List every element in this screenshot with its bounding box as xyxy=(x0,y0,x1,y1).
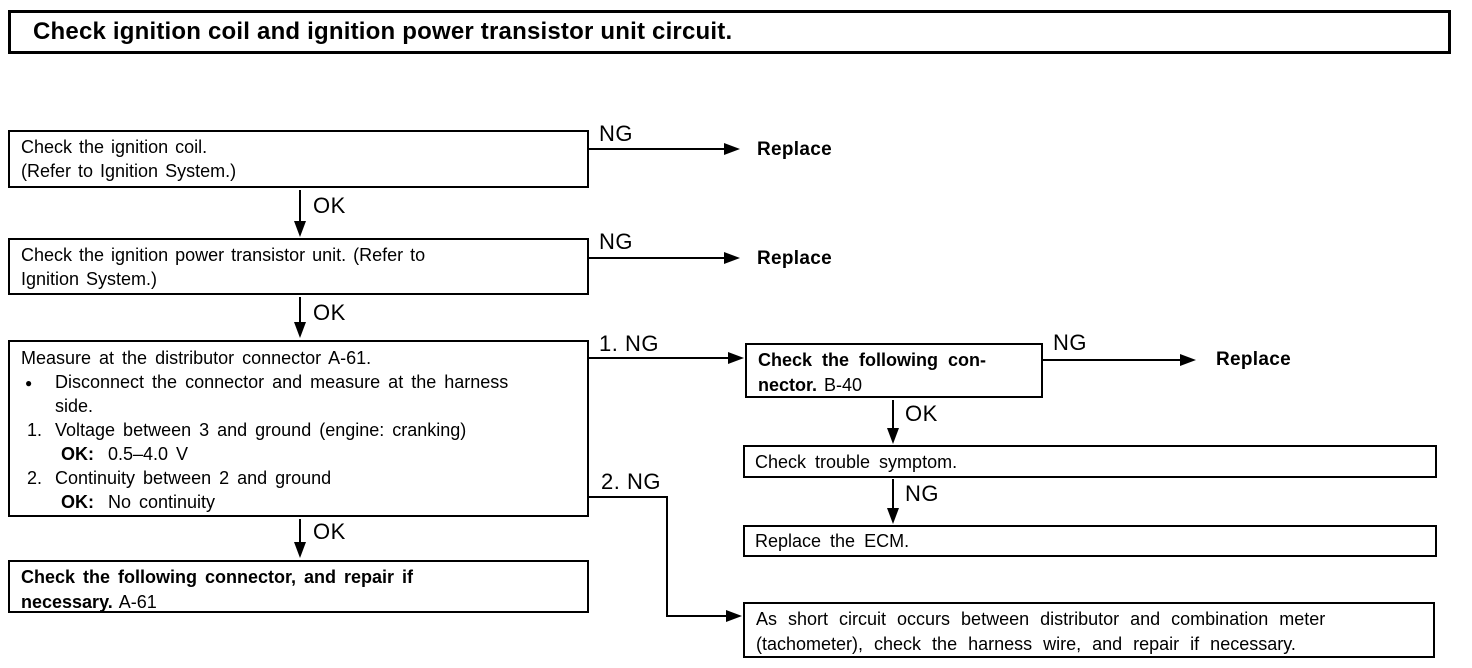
measure-item-1: 1. Voltage between 3 and ground (engine:… xyxy=(21,418,576,442)
ok-result-label-1: OK: xyxy=(61,444,94,464)
connector-line xyxy=(589,148,725,150)
replace-terminal-coil: Replace xyxy=(757,139,832,160)
connector-line xyxy=(589,496,668,498)
item-2-text: Continuity between 2 and ground xyxy=(55,468,332,488)
measure-bullet-text: Disconnect the connector and measure at … xyxy=(55,372,509,416)
measure-item-2: 2. Continuity between 2 and ground xyxy=(21,466,576,490)
connector-line xyxy=(299,190,301,222)
connector-line xyxy=(589,257,725,259)
check-b40-line1: Check the following con- xyxy=(758,350,987,370)
measure-item-1-result: OK: 0.5–4.0 V xyxy=(21,442,576,466)
check-connector-b40-box: Check the following con- nector. B-40 xyxy=(745,343,1043,398)
arrowhead-right-icon xyxy=(724,252,740,264)
arrowhead-right-icon xyxy=(724,143,740,155)
check-power-transistor-box: Check the ignition power transistor unit… xyxy=(8,238,589,295)
check-ignition-coil-text: Check the ignition coil. (Refer to Ignit… xyxy=(21,137,237,181)
short-circuit-text: As short circuit occurs between distribu… xyxy=(756,609,1326,654)
connector-id-b40: B-40 xyxy=(824,375,863,395)
connector-line xyxy=(666,496,668,617)
ng-label-transistor: NG xyxy=(599,229,633,254)
check-trouble-symptom-box: Check trouble symptom. xyxy=(743,445,1437,478)
ng-label-branch-2: 2. NG xyxy=(601,469,661,494)
connector-line xyxy=(892,400,894,429)
repair-a61-line2: necessary. xyxy=(21,592,113,612)
connector-line xyxy=(299,297,301,323)
bullet-icon: ● xyxy=(25,376,33,390)
ng-label-coil: NG xyxy=(599,121,633,146)
ok-label-1: OK xyxy=(313,193,346,218)
ok-result-label-2: OK: xyxy=(61,492,94,512)
arrowhead-down-icon xyxy=(294,322,306,338)
ok-label-4: OK xyxy=(905,401,938,426)
arrowhead-down-icon xyxy=(294,542,306,558)
measure-item-2-result: OK: No continuity xyxy=(21,490,576,514)
connector-line xyxy=(666,615,727,617)
item-1-text: Voltage between 3 and ground (engine: cr… xyxy=(55,420,467,440)
replace-ecm-box: Replace the ECM. xyxy=(743,525,1437,557)
check-trouble-symptom-text: Check trouble symptom. xyxy=(755,452,958,472)
ng-label-symptom: NG xyxy=(905,481,939,506)
title-box: Check ignition coil and ignition power t… xyxy=(8,10,1451,54)
arrowhead-down-icon xyxy=(887,428,899,444)
item-1-number: 1. xyxy=(27,420,43,440)
check-power-transistor-text: Check the ignition power transistor unit… xyxy=(21,245,426,289)
connector-line xyxy=(589,357,729,359)
connector-line xyxy=(892,479,894,509)
connector-line xyxy=(1043,359,1181,361)
connector-line xyxy=(299,519,301,543)
short-circuit-box: As short circuit occurs between distribu… xyxy=(743,602,1435,658)
ok-result-value-2: No continuity xyxy=(108,492,216,512)
arrowhead-down-icon xyxy=(887,508,899,524)
check-ignition-coil-box: Check the ignition coil. (Refer to Ignit… xyxy=(8,130,589,188)
replace-terminal-b40: Replace xyxy=(1216,349,1291,370)
ok-label-3: OK xyxy=(313,519,346,544)
arrowhead-right-icon xyxy=(726,610,742,622)
connector-id-a61: A-61 xyxy=(118,592,157,612)
measure-distributor-box: Measure at the distributor connector A-6… xyxy=(8,340,589,517)
repair-connector-a61-box: Check the following connector, and repai… xyxy=(8,560,589,613)
check-b40-line2: nector. xyxy=(758,375,818,395)
arrowhead-right-icon xyxy=(728,352,744,364)
measure-title: Measure at the distributor connector A-6… xyxy=(21,348,372,368)
arrowhead-down-icon xyxy=(294,221,306,237)
replace-ecm-text: Replace the ECM. xyxy=(755,531,910,551)
ng-label-b40: NG xyxy=(1053,330,1087,355)
arrowhead-right-icon xyxy=(1180,354,1196,366)
page-title: Check ignition coil and ignition power t… xyxy=(33,18,733,45)
replace-terminal-transistor: Replace xyxy=(757,248,832,269)
measure-bullet-item: ● Disconnect the connector and measure a… xyxy=(21,370,576,418)
repair-a61-line1: Check the following connector, and repai… xyxy=(21,567,414,587)
ng-label-branch-1: 1. NG xyxy=(599,331,659,356)
ok-result-value-1: 0.5–4.0 V xyxy=(108,444,189,464)
item-2-number: 2. xyxy=(27,468,43,488)
ok-label-2: OK xyxy=(313,300,346,325)
